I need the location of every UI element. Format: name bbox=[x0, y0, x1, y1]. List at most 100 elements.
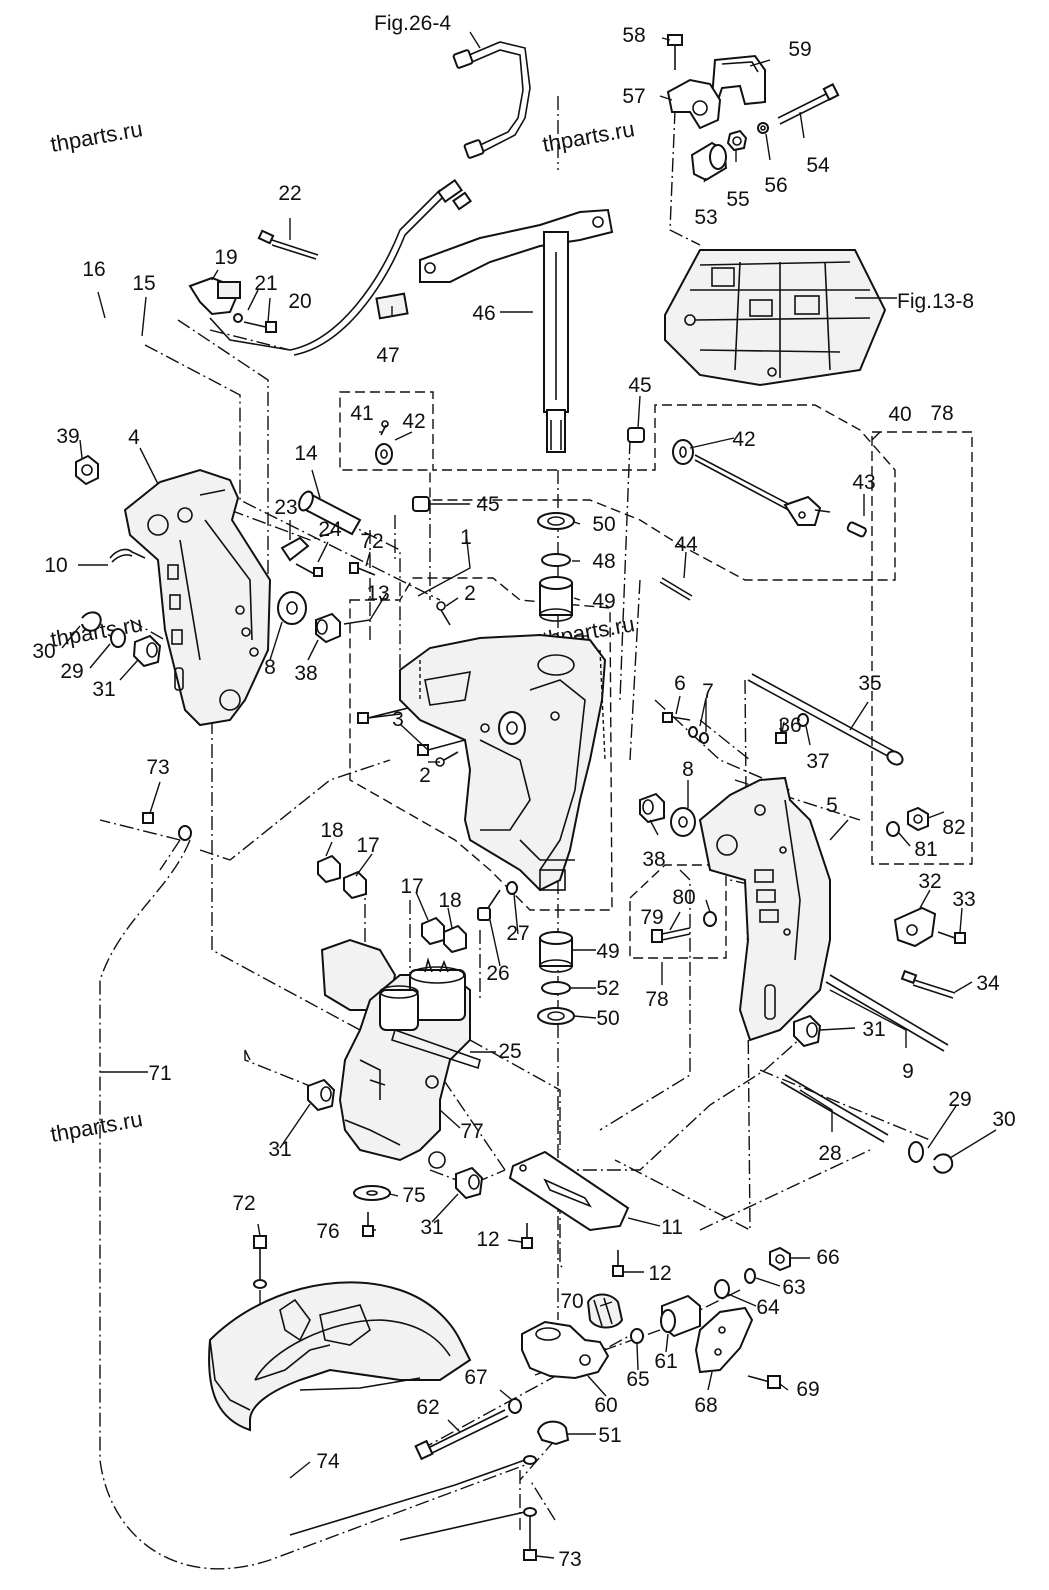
bolt-54 bbox=[777, 83, 840, 125]
callout-59: 59 bbox=[788, 38, 811, 61]
callout-52: 52 bbox=[596, 977, 619, 1000]
grease-nipple-2-lower bbox=[435, 751, 459, 767]
circlip-30-left bbox=[81, 611, 102, 632]
bolt-72-upper bbox=[349, 562, 376, 576]
callout-9: 9 bbox=[902, 1060, 914, 1083]
bolt-12-right bbox=[612, 1250, 624, 1277]
nut-66 bbox=[769, 1246, 791, 1272]
callout-18-upper: 18 bbox=[320, 819, 343, 842]
washer-75 bbox=[353, 1185, 391, 1201]
callout-25: 25 bbox=[498, 1040, 521, 1063]
callout-55: 55 bbox=[726, 188, 749, 211]
callout-19: 19 bbox=[214, 246, 237, 269]
callout-44: 44 bbox=[674, 533, 698, 556]
washer-29-left bbox=[110, 628, 126, 648]
bushing-18-upper bbox=[317, 854, 341, 884]
group-box-78-left bbox=[629, 864, 727, 959]
washer-7b bbox=[699, 732, 709, 744]
callout-7: 7 bbox=[702, 680, 714, 703]
thrust-washer-right bbox=[670, 807, 696, 837]
washer-64 bbox=[714, 1279, 730, 1299]
callout-76: 76 bbox=[316, 1220, 339, 1243]
thrust-washer-left bbox=[277, 591, 307, 625]
callout-42-right: 42 bbox=[732, 428, 755, 451]
anode-plate bbox=[508, 1150, 630, 1232]
callout-82: 82 bbox=[942, 816, 965, 839]
callout-78-right: 78 bbox=[930, 402, 953, 425]
washer-42 bbox=[375, 443, 393, 465]
callout-39: 39 bbox=[56, 425, 79, 448]
washer-80 bbox=[703, 911, 717, 927]
washer-81 bbox=[886, 821, 900, 837]
grease-nipple-2-upper bbox=[436, 601, 451, 626]
plate-23 bbox=[280, 536, 310, 562]
callout-18-lower: 18 bbox=[438, 889, 461, 912]
callout-16: 16 bbox=[82, 258, 105, 281]
callout-14: 14 bbox=[294, 442, 318, 465]
clamp-32 bbox=[893, 906, 937, 948]
callout-20: 20 bbox=[288, 290, 311, 313]
fig-reference-right: Fig.13-8 bbox=[897, 290, 974, 313]
bushing-31-lower-center bbox=[455, 1166, 484, 1200]
callout-36: 36 bbox=[778, 714, 801, 737]
callout-54: 54 bbox=[806, 154, 830, 177]
callout-63: 63 bbox=[782, 1276, 805, 1299]
callout-31-left: 31 bbox=[92, 678, 115, 701]
callout-42-left: 42 bbox=[402, 410, 425, 433]
callout-81: 81 bbox=[914, 838, 937, 861]
bolt-26 bbox=[477, 889, 501, 921]
callout-46: 46 bbox=[472, 302, 495, 325]
lower-mount-housing bbox=[521, 1320, 610, 1380]
bolt-58 bbox=[667, 34, 683, 70]
callout-29-left: 29 bbox=[60, 660, 83, 683]
watermark: thparts.ru bbox=[541, 116, 637, 157]
spring-pin-44 bbox=[659, 577, 693, 601]
callout-10: 10 bbox=[44, 554, 67, 577]
callout-38-right: 38 bbox=[642, 848, 665, 871]
callout-8-left: 8 bbox=[264, 656, 276, 679]
bolt-72-lower bbox=[253, 1235, 267, 1289]
bushing-31-lower-left bbox=[307, 1078, 336, 1112]
callout-67: 67 bbox=[464, 1366, 487, 1389]
callout-2-lower: 2 bbox=[419, 764, 431, 787]
callout-57: 57 bbox=[622, 85, 645, 108]
nut-55 bbox=[726, 129, 748, 152]
group-box-78-right bbox=[871, 431, 973, 865]
shaft-28 bbox=[780, 1074, 889, 1143]
callout-69: 69 bbox=[796, 1378, 819, 1401]
bushing-38-left bbox=[315, 612, 341, 644]
grease-nipple-41 bbox=[380, 420, 389, 436]
callout-71: 71 bbox=[148, 1062, 171, 1085]
callout-77: 77 bbox=[460, 1120, 483, 1143]
callout-56: 56 bbox=[764, 174, 787, 197]
callout-33: 33 bbox=[952, 888, 975, 911]
bushing-31-left bbox=[132, 634, 162, 668]
washer-67 bbox=[508, 1398, 522, 1414]
callout-11: 11 bbox=[661, 1216, 683, 1239]
callout-leaders bbox=[61, 31, 997, 1559]
callout-58: 58 bbox=[622, 24, 645, 47]
washer-63 bbox=[744, 1268, 756, 1284]
callout-70: 70 bbox=[560, 1290, 583, 1313]
power-trim-tilt-unit bbox=[320, 938, 481, 1169]
callout-24: 24 bbox=[318, 518, 342, 541]
callout-29-right: 29 bbox=[948, 1088, 971, 1111]
callout-38-left: 38 bbox=[294, 662, 317, 685]
callout-62: 62 bbox=[416, 1396, 439, 1419]
bolt-69 bbox=[747, 1375, 781, 1389]
callout-1: 1 bbox=[460, 526, 472, 549]
bushing-31-right bbox=[793, 1014, 822, 1048]
callout-43: 43 bbox=[852, 471, 875, 494]
bolt-12-left bbox=[521, 1223, 533, 1249]
callout-51: 51 bbox=[598, 1424, 621, 1447]
callout-30-right: 30 bbox=[992, 1108, 1015, 1131]
bushing-17-upper bbox=[343, 870, 367, 900]
callout-74: 74 bbox=[316, 1450, 340, 1473]
callout-66: 66 bbox=[816, 1246, 839, 1269]
callout-65: 65 bbox=[626, 1368, 649, 1391]
callout-28: 28 bbox=[818, 1142, 841, 1165]
callout-31-lower-center: 31 bbox=[420, 1216, 443, 1239]
circlip-30-right bbox=[933, 1153, 954, 1174]
callout-3: 3 bbox=[392, 708, 404, 731]
bolt-73-upper bbox=[142, 812, 192, 841]
